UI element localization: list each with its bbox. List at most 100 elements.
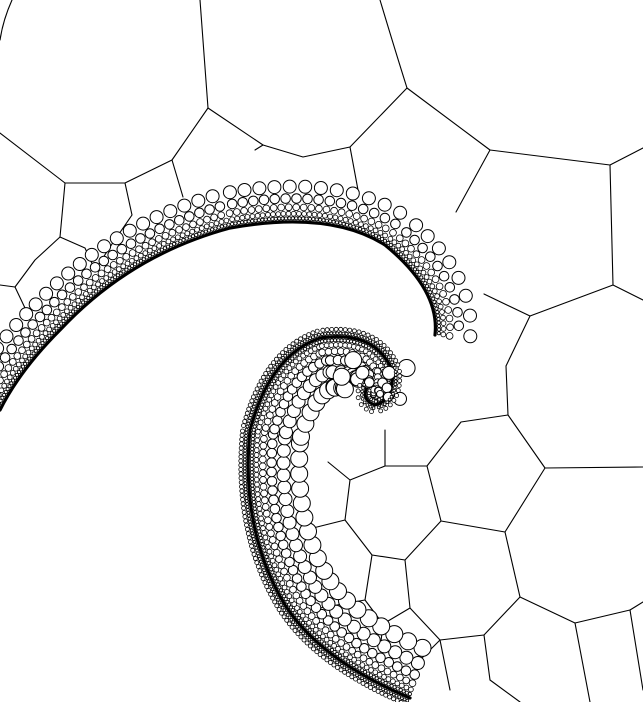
small-cell xyxy=(410,264,415,269)
small-cell xyxy=(184,230,191,237)
small-cell xyxy=(280,504,295,518)
small-cell xyxy=(353,650,362,659)
small-cell xyxy=(250,394,256,400)
small-cell xyxy=(261,503,270,511)
small-cell xyxy=(377,664,386,673)
small-cell xyxy=(244,214,251,220)
small-cell xyxy=(203,215,211,224)
small-cell xyxy=(395,362,401,368)
small-cell xyxy=(453,320,465,332)
small-cell xyxy=(66,314,71,319)
small-cell xyxy=(272,384,279,390)
small-cell xyxy=(243,439,248,444)
small-cell xyxy=(72,275,84,286)
small-cell xyxy=(243,219,248,224)
small-cell xyxy=(298,179,313,194)
small-cell xyxy=(368,667,374,673)
small-cell xyxy=(312,626,319,633)
small-cell xyxy=(243,484,248,489)
small-cell xyxy=(331,662,337,668)
small-cell xyxy=(323,651,328,656)
small-cell xyxy=(403,684,410,691)
small-cell xyxy=(320,339,325,344)
small-cell xyxy=(87,287,93,294)
small-cell xyxy=(250,476,255,481)
small-cell xyxy=(365,679,370,683)
small-cell xyxy=(347,218,354,224)
small-cell xyxy=(266,475,278,487)
small-cell xyxy=(116,266,122,272)
small-cell xyxy=(238,449,244,455)
small-cell xyxy=(305,625,310,630)
small-cell xyxy=(268,536,277,544)
small-cell xyxy=(252,424,257,429)
small-cell xyxy=(433,303,438,308)
small-cell xyxy=(393,385,397,390)
small-cell xyxy=(311,646,316,652)
small-cell xyxy=(56,289,68,301)
small-cell xyxy=(322,615,334,626)
small-cell xyxy=(52,308,61,317)
cell-edge xyxy=(505,315,531,367)
small-cell xyxy=(355,395,361,401)
small-cell xyxy=(49,276,64,291)
small-cell xyxy=(292,591,301,600)
small-cell xyxy=(206,228,211,233)
small-cell xyxy=(254,205,263,213)
small-cell xyxy=(426,287,431,292)
small-cell xyxy=(330,657,335,661)
small-cell xyxy=(357,203,369,215)
small-cell xyxy=(301,637,307,643)
small-cell xyxy=(363,664,370,671)
small-cell xyxy=(273,365,277,369)
small-cell xyxy=(327,639,334,646)
small-cell xyxy=(242,419,248,424)
small-cell xyxy=(296,581,307,592)
small-cell xyxy=(53,319,59,326)
small-cell xyxy=(276,443,291,458)
cell-edge xyxy=(489,679,521,702)
small-cell xyxy=(366,633,381,648)
small-cell xyxy=(283,597,288,602)
small-cell xyxy=(269,557,276,564)
small-cell xyxy=(258,378,264,384)
small-cell xyxy=(356,678,362,684)
small-cell xyxy=(342,643,351,651)
small-cell xyxy=(285,361,290,366)
small-cell xyxy=(307,216,312,221)
small-cell xyxy=(182,223,190,231)
small-cell xyxy=(204,204,215,215)
small-cell xyxy=(243,481,248,486)
small-cell xyxy=(244,436,248,441)
small-cell xyxy=(20,364,25,369)
small-cell xyxy=(379,404,384,408)
small-cell xyxy=(393,376,398,380)
small-cell xyxy=(351,224,356,229)
small-cell xyxy=(305,337,310,342)
small-cell xyxy=(22,353,29,360)
small-cell xyxy=(255,501,262,507)
small-cell xyxy=(280,193,291,204)
small-cell xyxy=(378,408,384,414)
small-cell xyxy=(284,610,288,615)
small-cell xyxy=(189,228,196,235)
small-cell xyxy=(343,657,348,662)
small-cell xyxy=(409,669,421,680)
small-cell xyxy=(316,645,321,650)
small-cell xyxy=(240,497,246,503)
small-cell xyxy=(115,273,120,278)
small-cell xyxy=(128,249,137,257)
small-cell xyxy=(412,267,417,272)
small-cell xyxy=(314,643,318,648)
small-cell xyxy=(99,278,105,284)
small-cell xyxy=(68,311,73,316)
small-cell xyxy=(138,252,144,259)
small-cell xyxy=(81,268,92,280)
small-cell xyxy=(352,339,357,344)
small-cell xyxy=(436,298,442,305)
small-cell xyxy=(311,217,316,222)
small-cell xyxy=(383,405,389,411)
small-cell xyxy=(376,343,380,348)
small-cell xyxy=(107,279,112,284)
small-cell xyxy=(203,223,210,230)
